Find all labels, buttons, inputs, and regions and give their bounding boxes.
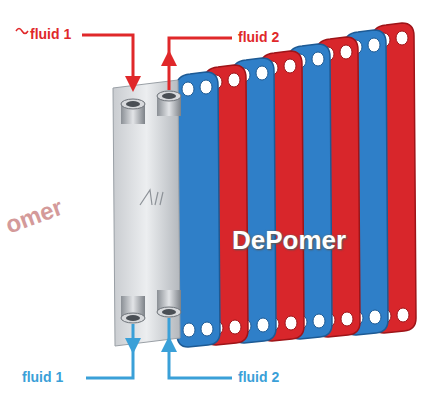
port-hole bbox=[369, 310, 381, 324]
logo-mark bbox=[140, 190, 163, 205]
port-fittings bbox=[121, 91, 181, 323]
cold-flow-lines bbox=[86, 318, 232, 378]
port-hole bbox=[182, 82, 194, 96]
flow-label: fluid 2 bbox=[238, 370, 279, 385]
port-hole bbox=[340, 45, 352, 59]
port-hole bbox=[285, 316, 297, 330]
port-hole bbox=[341, 312, 353, 326]
flow-label: fluid 1 bbox=[30, 27, 71, 42]
port-hole bbox=[256, 66, 268, 80]
cover-plate bbox=[113, 80, 180, 346]
brace-mark bbox=[16, 29, 28, 34]
port-hole bbox=[368, 38, 380, 52]
port-hole bbox=[313, 314, 325, 328]
port-hole bbox=[228, 73, 240, 87]
port-hole bbox=[397, 308, 409, 322]
flow-label: fluid 2 bbox=[238, 30, 279, 45]
port-hole bbox=[312, 52, 324, 66]
hot-flow-arrowheads bbox=[125, 50, 177, 92]
cold-flow-arrowheads bbox=[125, 336, 177, 354]
watermark: omer bbox=[2, 194, 66, 239]
heat-plate bbox=[176, 72, 220, 347]
port-hole bbox=[257, 318, 269, 332]
port-hole bbox=[396, 31, 408, 45]
hot-flow-lines bbox=[82, 35, 232, 90]
port-hole bbox=[200, 80, 212, 94]
port-hole bbox=[183, 323, 195, 337]
port-hole bbox=[284, 59, 296, 73]
port-hole bbox=[201, 322, 213, 336]
plate-stack bbox=[176, 23, 416, 347]
port-hole bbox=[229, 320, 241, 334]
watermark: DePomer bbox=[232, 226, 346, 255]
flow-label: fluid 1 bbox=[22, 370, 63, 385]
